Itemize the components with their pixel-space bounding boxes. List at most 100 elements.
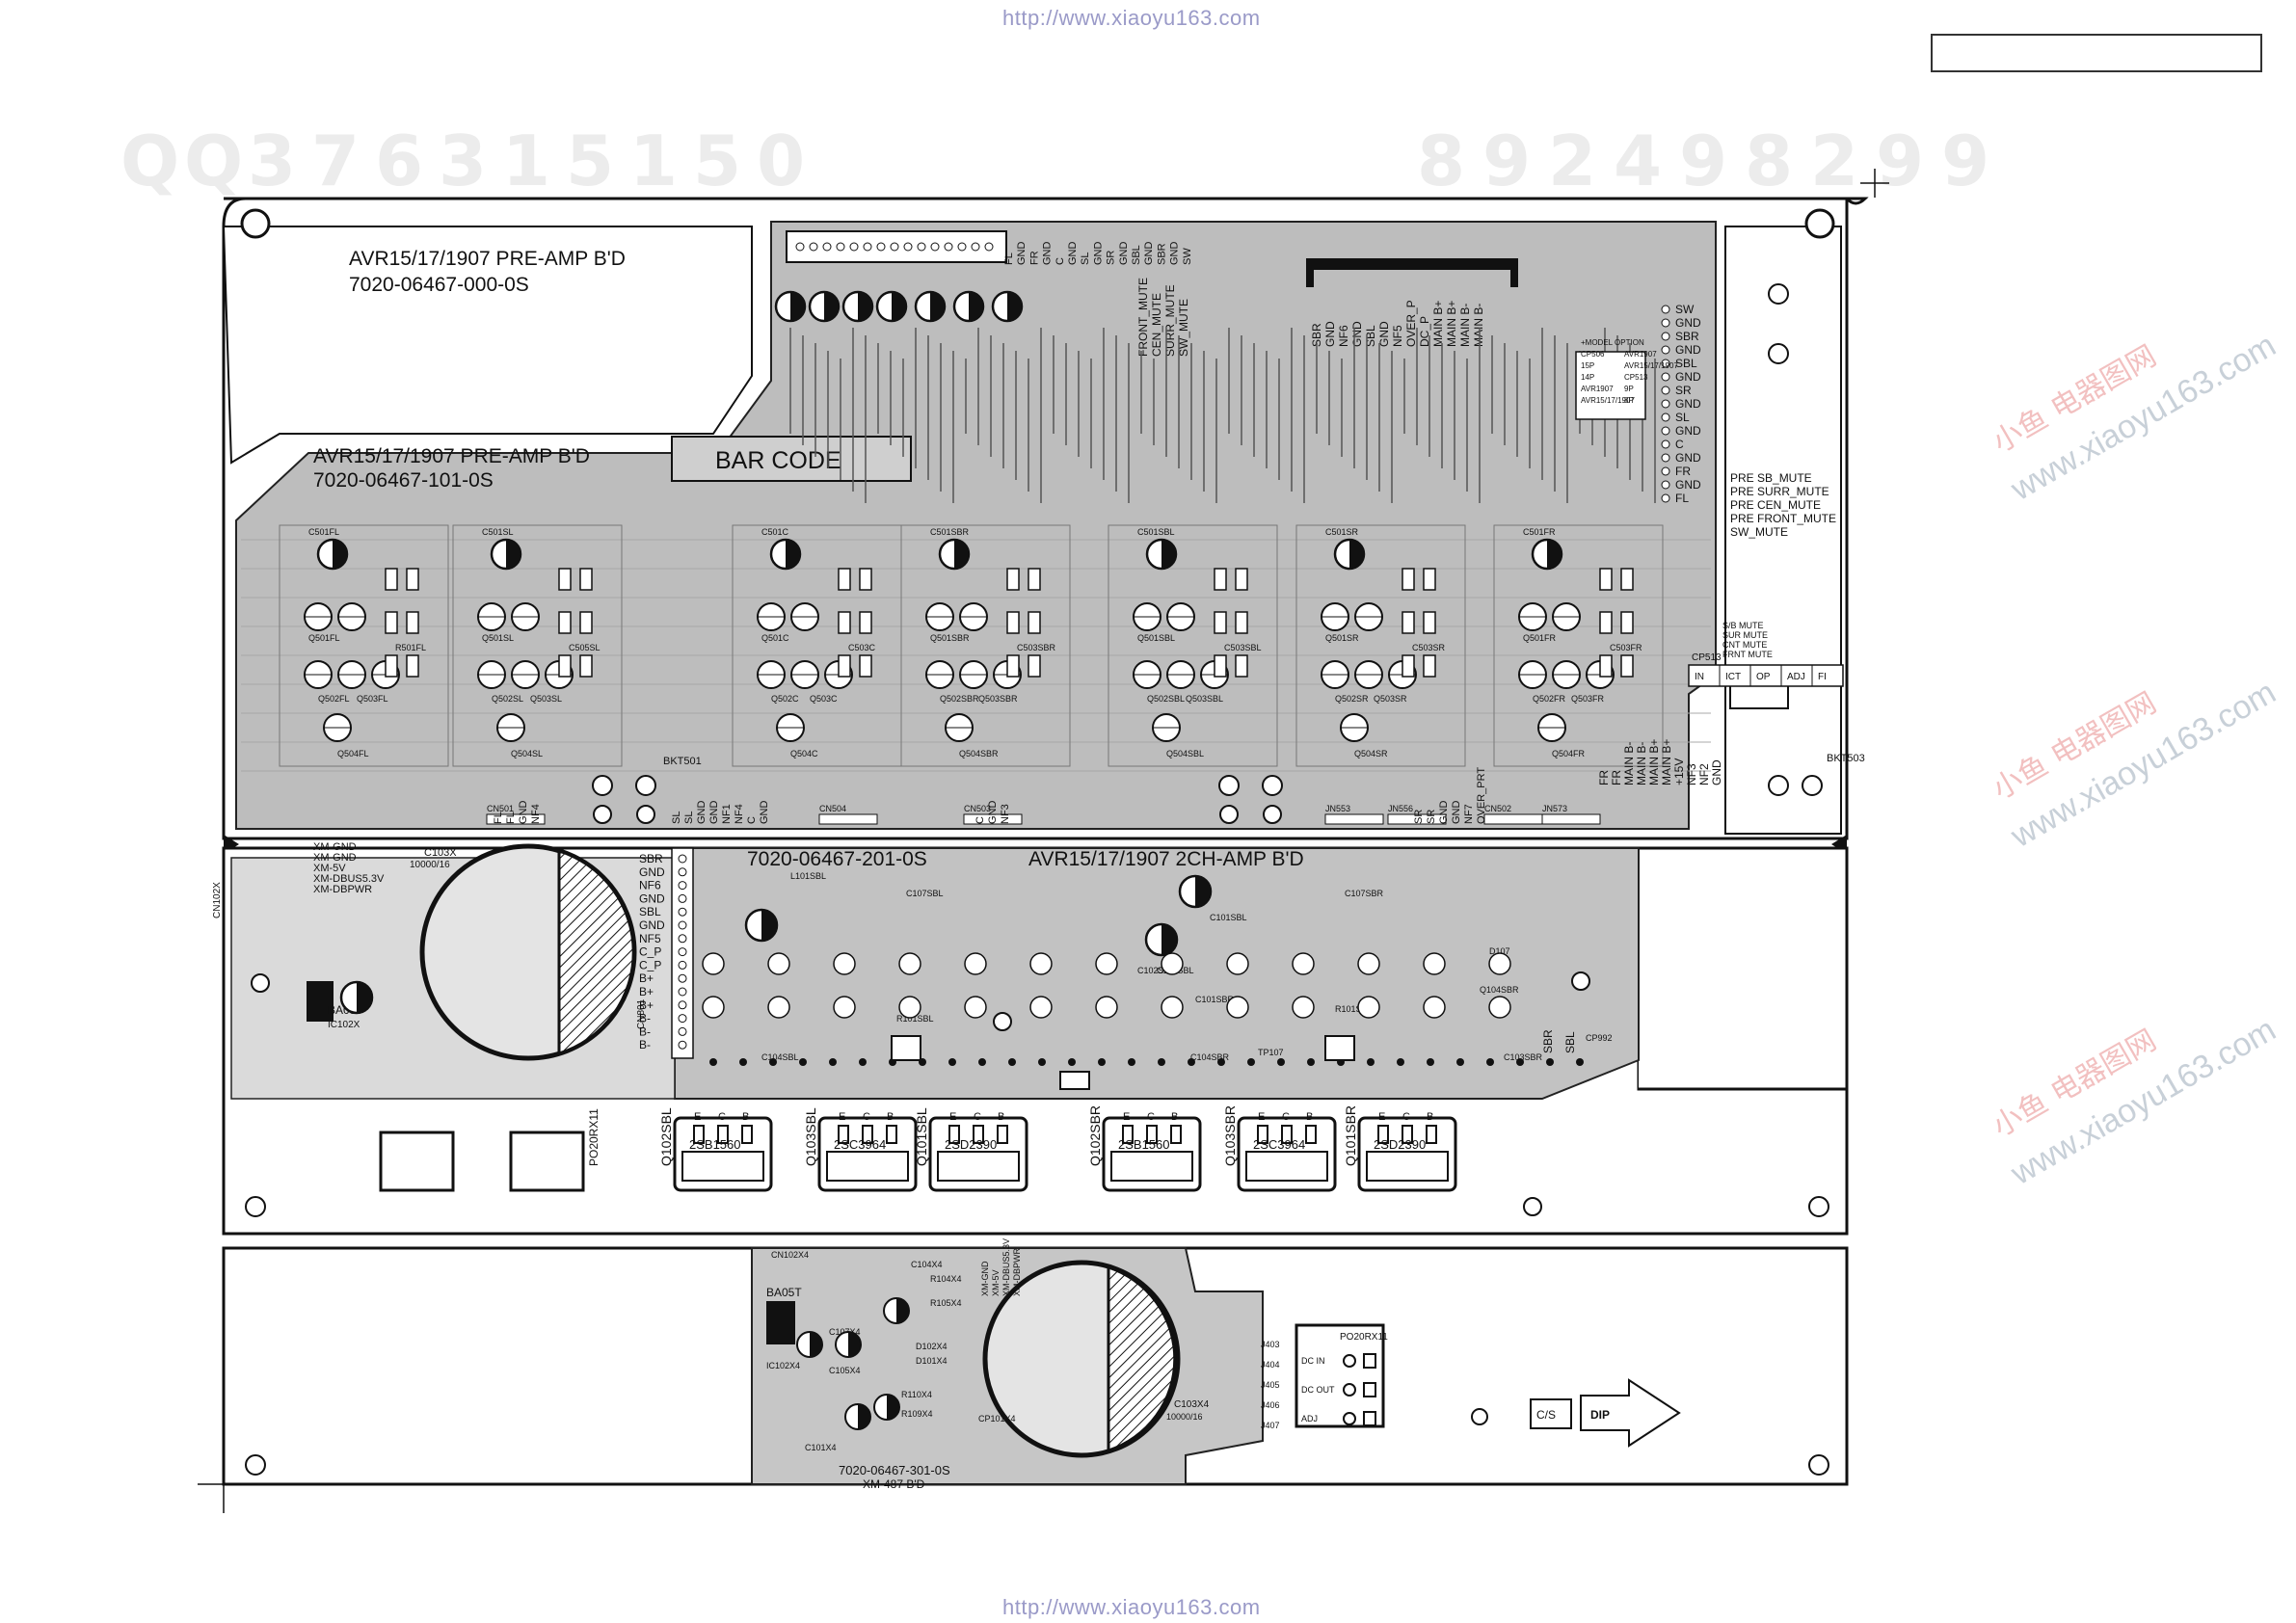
pin-letter: B	[1171, 1111, 1178, 1123]
watermark-digit: 5	[693, 120, 741, 201]
channel-part-label: Q502SBR	[940, 694, 979, 704]
transistor-type: 2SC3964	[834, 1137, 886, 1152]
supply-label: NF6	[1337, 325, 1350, 347]
side-watermarks: www.xiaoyu163.com www.xiaoyu163.com www.…	[1988, 327, 2283, 1192]
model-option-label: 15P	[1581, 361, 1594, 370]
watermark-digit: Q	[184, 120, 243, 201]
xm-part-label: R110X4	[901, 1390, 932, 1399]
amp-part-label: C104SBL	[761, 1052, 799, 1062]
xm-cap-value: 10000/16	[1166, 1412, 1203, 1422]
channel-part-label: C503SBL	[1224, 643, 1262, 652]
connector-pin: OVER_PRT	[1476, 767, 1487, 824]
right-pin-label: FR	[1675, 465, 1691, 478]
supply-label: MAIN B-	[1472, 304, 1485, 347]
xm-jack: J404	[1261, 1360, 1280, 1370]
bottom-right-pin: MAIN B-	[1622, 742, 1636, 785]
xm487-board: BA05T IC102X4 CN102X4 C103X4 10000/16 XM…	[222, 1238, 1849, 1491]
table-header: OP	[1756, 672, 1771, 682]
channel-part-label: C503SR	[1412, 643, 1446, 652]
amp-supply-pin: GND	[639, 865, 665, 879]
table-header: ADJ	[1787, 672, 1805, 682]
mute-block-label: S/B MUTE	[1722, 621, 1764, 630]
watermark-digit: 9	[1482, 120, 1531, 201]
pin-letter: B	[742, 1111, 749, 1123]
xm-jack: J403	[1261, 1340, 1280, 1349]
channel-part-label: Q501FL	[308, 633, 340, 643]
model-option-label: 9P	[1624, 385, 1634, 393]
transistor-type: 2SD2390	[945, 1137, 997, 1152]
pin-letter: E	[839, 1111, 845, 1123]
connector-pin: GND	[696, 801, 707, 825]
table-header: IN	[1695, 672, 1704, 682]
connector-pin: GND	[708, 801, 720, 825]
xm-dc-pin: DC OUT	[1301, 1385, 1335, 1395]
watermark-digit: 4	[1614, 120, 1662, 201]
channel-part-label: Q504SL	[511, 749, 543, 758]
supply-label: OVER_P	[1404, 300, 1418, 347]
supply-label: SBL	[1364, 325, 1377, 347]
top-pin-label: GND	[1169, 242, 1181, 266]
connector-pin: NF4	[530, 804, 542, 824]
model-option-label: CP506	[1581, 350, 1605, 359]
amp2ch-title: AVR15/17/1907 2CH-AMP B'D	[1028, 848, 1304, 870]
pre-mute-label: PRE SURR_MUTE	[1730, 485, 1829, 498]
right-pin-label: C	[1675, 438, 1684, 451]
preamp-part-2: 7020-06467-101-0S	[313, 469, 494, 492]
xm-left-label: XM-5V	[313, 863, 346, 874]
channel-part-label: Q503FL	[357, 694, 388, 704]
channel-part-label: C503FR	[1610, 643, 1642, 652]
pin-letter: C	[1282, 1111, 1290, 1123]
pre-mute-label: PRE CEN_MUTE	[1730, 498, 1821, 512]
supply-label: MAIN B+	[1445, 301, 1458, 347]
bottom-right-pin: FR	[1610, 770, 1623, 785]
top-pin-label: C	[1055, 257, 1066, 265]
amp-supply-pin: B+	[639, 985, 654, 998]
transistor-type: 2SD2390	[1374, 1137, 1426, 1152]
cs-label: C/S	[1536, 1408, 1556, 1422]
amp-supply-pin: GND	[639, 918, 665, 932]
right-pin-label: GND	[1675, 343, 1701, 357]
bottom-right-pin: MAIN B+	[1647, 739, 1661, 785]
channel-part-label: Q504FR	[1552, 749, 1586, 758]
connector-pin: GND	[759, 801, 770, 825]
pin-letter: B	[887, 1111, 894, 1123]
amp2ch-board: C103X 10000/16 XM-GNDXM-GNDXM-5VXM-DBUS5…	[212, 841, 1849, 1236]
pin-letter: C	[1402, 1111, 1410, 1123]
channel-part-label: C501FR	[1523, 527, 1556, 537]
transistor-type: 2SC3964	[1253, 1137, 1305, 1152]
watermark-digit: Q	[120, 120, 179, 201]
channel-part-label: Q502SR	[1335, 694, 1369, 704]
channel-part-label: Q501FR	[1523, 633, 1557, 643]
ic102x-label: IC102X	[328, 1020, 360, 1030]
xm-part-label: R104X4	[930, 1274, 962, 1284]
xm-left-label: XM-GND	[313, 841, 357, 853]
xm-ba05t: BA05T	[766, 1286, 802, 1299]
channel-part-label: Q503C	[810, 694, 838, 704]
barcode-box	[671, 436, 912, 482]
amp-part-label: C107SBL	[906, 889, 944, 898]
bottom-right-pin: +15V	[1672, 758, 1686, 785]
amp-supply-pin: NF6	[639, 879, 661, 892]
amp-components	[339, 874, 1584, 1090]
connector-label: CN502	[1484, 804, 1511, 813]
channel-part-label: C501SR	[1325, 527, 1359, 537]
xm-part-label: R105X4	[930, 1298, 962, 1308]
amp-part-label: R101SBR	[1335, 1004, 1375, 1014]
top-url[interactable]: http://www.xiaoyu163.com	[1002, 6, 1261, 30]
bottom-url[interactable]: http://www.xiaoyu163.com	[1002, 1595, 1261, 1619]
watermark-digit: 9	[1941, 120, 1989, 201]
right-pin-label: GND	[1675, 424, 1701, 438]
pin-letter: E	[1123, 1111, 1130, 1123]
transistor-type: 2SB1560	[689, 1137, 741, 1152]
amp-part-label: C103SBR	[1504, 1052, 1543, 1062]
top-pin-label: SBR	[1156, 243, 1167, 265]
